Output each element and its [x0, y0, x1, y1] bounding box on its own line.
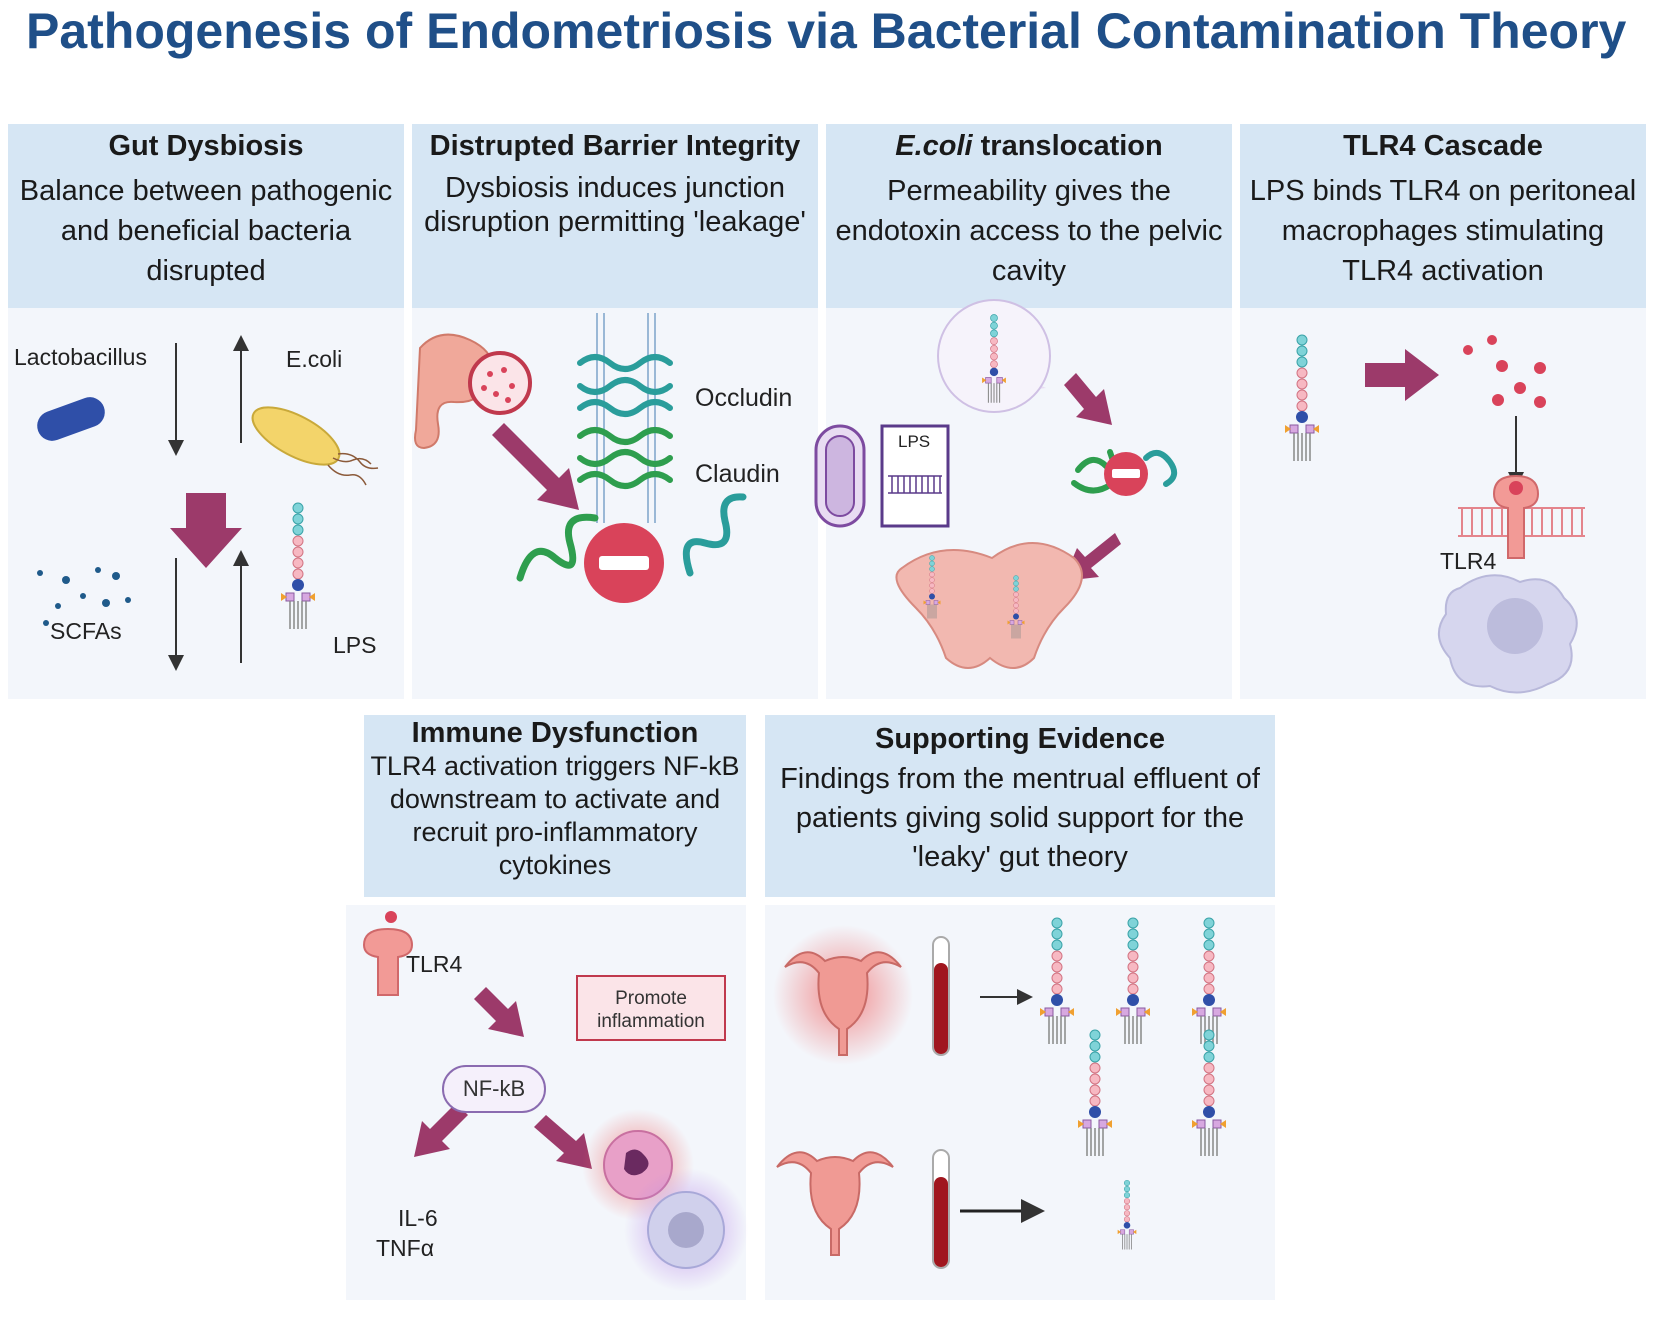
nfkb-node: NF-kB — [442, 1065, 546, 1113]
uterus-healthy-icon — [776, 1151, 894, 1256]
macrophage-icon — [1438, 574, 1578, 694]
lps-molecule-icon — [1191, 1029, 1227, 1157]
panel-title-italic: E.coli — [895, 130, 973, 162]
uterus-inflamed-icon — [784, 951, 902, 1056]
lps-molecule-icon — [1077, 1029, 1113, 1157]
panel-tlr4-cascade: TLR4 Cascade LPS binds TLR4 on peritonea… — [1240, 124, 1646, 699]
arrow-icon — [1064, 373, 1112, 425]
tlr4-cascade-illustration — [1284, 334, 1585, 694]
panel-body: TLR4 Promote inflammation NF-kB IL-6 TNF… — [346, 905, 748, 1300]
evidence-illustration — [773, 917, 1227, 1269]
panel-body: LPS — [814, 299, 1232, 699]
promote-inflammation-box: Promote inflammation — [576, 975, 726, 1041]
lps-fragments-icon — [1463, 335, 1546, 408]
panel-barrier-integrity: Distrupted Barrier Integrity Dysbiosis i… — [412, 124, 818, 699]
lactobacillus-icon — [37, 397, 105, 441]
intestine-icon — [414, 333, 494, 450]
lps-molecule-icon — [1115, 917, 1151, 1045]
arrow-icon — [1365, 349, 1439, 401]
label-lactobacillus: Lactobacillus — [14, 344, 147, 370]
panel-title: Immune Dysfunction — [411, 717, 699, 749]
claudin-strands — [577, 427, 673, 489]
panel-body: TLR4 — [1240, 308, 1646, 699]
label-tlr4: TLR4 — [1440, 548, 1497, 574]
panel-header: Distrupted Barrier Integrity Dysbiosis i… — [412, 124, 818, 308]
label-tlr4: TLR4 — [406, 951, 463, 977]
panel-header: E.coli translocation Permeability gives … — [826, 124, 1232, 308]
panel-body: Lactobacillus E.coli SCFAs LPS — [8, 308, 404, 699]
lps-molecule-icon — [1039, 917, 1075, 1045]
lps-molecule-icon — [1284, 334, 1320, 462]
label-tnfa: TNFα — [376, 1235, 435, 1261]
panel-title: E.coli translocation — [826, 130, 1232, 163]
cell-membranes — [596, 313, 656, 523]
panel-description: Balance between pathogenic and beneficia… — [19, 175, 393, 287]
label-occludin: Occludin — [695, 384, 793, 412]
panel-title-rest: translocation — [972, 130, 1163, 162]
immune-illustration — [362, 911, 748, 1292]
barrier-illustration — [414, 313, 747, 603]
label-ecoli: E.coli — [286, 346, 343, 372]
label-il6: IL-6 — [398, 1205, 438, 1231]
panel-header: Supporting Evidence Findings from the me… — [765, 715, 1275, 897]
panel-ecoli-translocation: E.coli translocation Permeability gives … — [814, 124, 1232, 699]
label-scfas: SCFAs — [50, 618, 122, 644]
scfas-icon — [37, 567, 131, 626]
panel-body — [765, 905, 1275, 1300]
lps-molecule-icon — [280, 502, 316, 630]
ecoli-icon — [251, 406, 379, 486]
panel-header: TLR4 Cascade LPS binds TLR4 on peritonea… — [1240, 124, 1646, 308]
panel-header: Gut Dysbiosis Balance between pathogenic… — [8, 124, 404, 308]
lps-molecule-icon — [1117, 1179, 1137, 1250]
figure-title: Pathogenesis of Endometriosis via Bacter… — [26, 3, 1627, 59]
occludin-strands — [577, 354, 673, 417]
panel-title: Supporting Evidence — [874, 723, 1166, 755]
panel-description: LPS binds TLR4 on peritoneal macrophages… — [1249, 175, 1637, 287]
panel-header: Immune Dysfunction TLR4 activation trigg… — [364, 715, 746, 897]
panel-description: TLR4 activation triggers NF-kB downstrea… — [370, 751, 740, 880]
magnified-bacteria-icon — [468, 351, 532, 415]
panel-title: Distrupted Barrier Integrity — [429, 130, 801, 162]
arrow-icon — [492, 423, 579, 510]
pelvis-icon — [895, 542, 1083, 669]
label-lps: LPS — [333, 632, 377, 658]
gut-dysbiosis-illustration — [37, 335, 379, 671]
label-claudin: Claudin — [695, 460, 780, 488]
tlr4-receptor-icon — [1492, 474, 1540, 559]
panel-title: TLR4 Cascade — [1343, 130, 1543, 162]
panel-description: Findings from the mentrual effluent of p… — [780, 763, 1260, 873]
down-arrow-icon — [170, 493, 242, 568]
translocation-illustration — [814, 299, 1178, 669]
panel-body: Occludin Claudin — [412, 308, 818, 699]
tlr4-receptor-icon — [362, 927, 414, 996]
panel-description: Dysbiosis induces junction disruption pe… — [424, 172, 806, 238]
panel-gut-dysbiosis: Gut Dysbiosis Balance between pathogenic… — [8, 124, 404, 699]
arrow-icon — [414, 1103, 468, 1157]
panel-description: Permeability gives the endotoxin access … — [835, 175, 1223, 287]
lps-molecule-icon — [1191, 917, 1227, 1045]
label-lps: LPS — [898, 432, 931, 451]
arrow-icon — [474, 987, 524, 1037]
panel-immune-dysfunction: Immune Dysfunction TLR4 activation trigg… — [346, 715, 748, 1300]
arrow-icon — [534, 1115, 592, 1169]
panel-title: Gut Dysbiosis — [108, 130, 304, 162]
panel-supporting-evidence: Supporting Evidence Findings from the me… — [765, 715, 1275, 1300]
